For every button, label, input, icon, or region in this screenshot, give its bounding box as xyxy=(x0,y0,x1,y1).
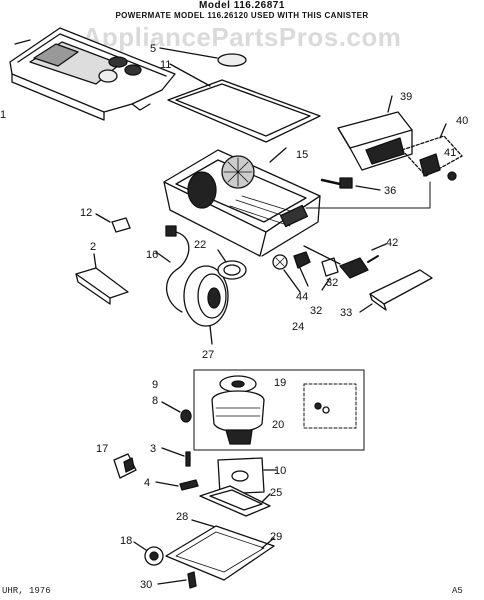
part-motor-mount xyxy=(217,457,277,495)
label-36: 36 xyxy=(384,185,396,197)
part-plug xyxy=(303,243,387,279)
part-gasket xyxy=(167,63,321,143)
part-wheel-18 xyxy=(133,541,164,566)
part-cord-housing xyxy=(337,95,413,171)
label-44: 44 xyxy=(296,291,308,303)
part-screw-30 xyxy=(157,571,197,589)
model-title: Model 116.26871 xyxy=(199,0,285,11)
part-motor-cover xyxy=(183,265,229,345)
part-pad-25 xyxy=(199,485,271,517)
part-ring xyxy=(217,249,247,280)
part-cord xyxy=(155,225,190,313)
part-bracket xyxy=(75,253,129,305)
label-5: 5 xyxy=(150,43,156,55)
label-41: 41 xyxy=(444,147,456,159)
label-22: 22 xyxy=(194,239,206,251)
label-32-left: 32 xyxy=(310,305,322,317)
label-11: 11 xyxy=(160,59,171,71)
label-10: 10 xyxy=(274,465,286,477)
footer-page: A5 xyxy=(452,586,463,596)
label-15: 15 xyxy=(296,149,308,161)
label-19: 19 xyxy=(274,377,286,389)
model-note: POWERMATE MODEL 116.26120 USED WITH THIS… xyxy=(115,11,369,20)
label-8: 8 xyxy=(152,395,158,407)
part-motor-assembly xyxy=(193,369,365,451)
footer-date: UHR, 1976 xyxy=(2,586,51,596)
part-switch-plate xyxy=(401,123,463,181)
label-18: 18 xyxy=(120,535,132,547)
label-20: 20 xyxy=(272,419,284,431)
part-screw-3 xyxy=(161,447,191,467)
label-28: 28 xyxy=(176,511,188,523)
label-27: 27 xyxy=(202,349,214,361)
part-fittings xyxy=(272,251,339,293)
label-33: 33 xyxy=(340,307,352,319)
part-bumper xyxy=(359,269,433,313)
label-17: 17 xyxy=(96,443,108,455)
part-filter-disc xyxy=(159,47,247,67)
label-30: 30 xyxy=(140,579,152,591)
part-screw-8 xyxy=(161,401,192,423)
label-42: 42 xyxy=(386,237,398,249)
label-4: 4 xyxy=(144,477,150,489)
label-29: 29 xyxy=(270,531,282,543)
part-switch-17 xyxy=(113,453,137,479)
label-32-right: 32 xyxy=(326,277,338,289)
label-2: 2 xyxy=(90,241,96,253)
part-canister-body xyxy=(163,147,321,257)
label-39: 39 xyxy=(400,91,412,103)
label-3: 3 xyxy=(150,443,156,455)
label-12: 12 xyxy=(80,207,92,219)
part-lid xyxy=(9,27,176,121)
label-1: 1 xyxy=(0,109,6,121)
part-base-29 xyxy=(165,525,275,581)
part-cord-end xyxy=(320,177,381,191)
label-9: 9 xyxy=(152,379,158,391)
part-strip-4 xyxy=(155,479,199,491)
label-24: 24 xyxy=(292,321,304,333)
label-16: 16 xyxy=(146,249,158,261)
part-clip xyxy=(95,213,131,233)
label-40: 40 xyxy=(456,115,468,127)
label-25: 25 xyxy=(270,487,282,499)
